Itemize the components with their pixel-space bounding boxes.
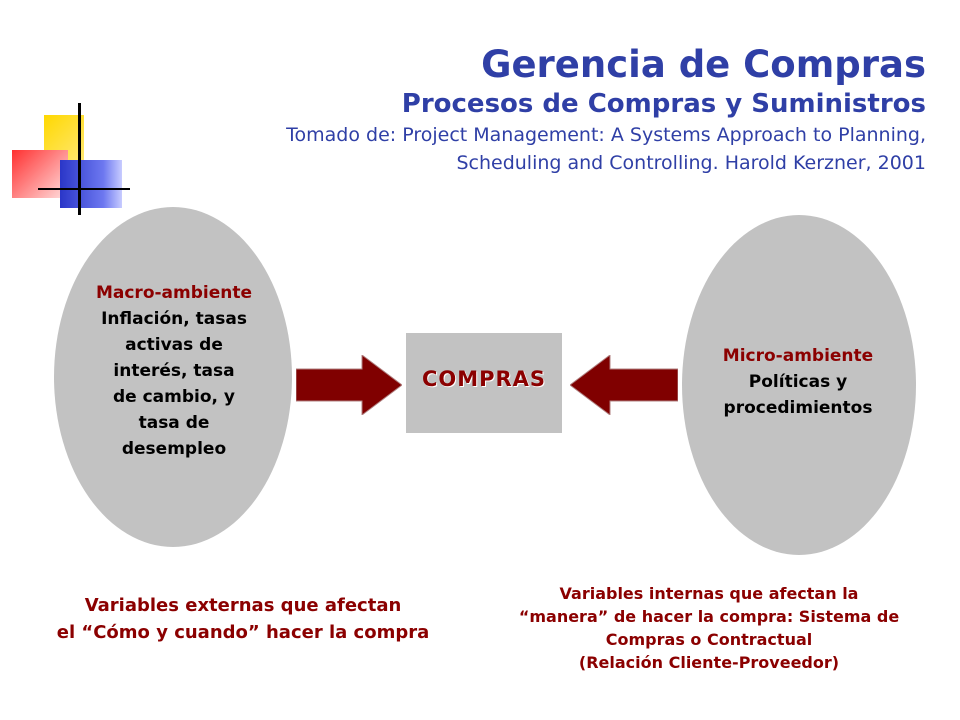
macro-environment-ellipse [54, 207, 292, 547]
compras-box [406, 333, 562, 433]
deco-horizontal-line [38, 188, 130, 190]
micro-heading: Micro-ambiente [722, 346, 874, 366]
caption-line: Variables internas que afectan la [559, 584, 859, 603]
caption-line: Variables externas que afectan [84, 595, 402, 616]
micro-line: procedimientos [723, 398, 873, 418]
micro-line: Políticas y [748, 372, 848, 392]
source-line-1: Tomado de: Project Management: A Systems… [286, 124, 926, 146]
macro-line: interés, tasa [113, 361, 235, 381]
macro-line: Inflación, tasas [101, 309, 247, 329]
deco-red-square [12, 150, 68, 198]
internal-variables-caption: Variables internas que afectan la “maner… [474, 582, 944, 674]
compras-label: COMPRAS [421, 367, 547, 391]
left-arrow-icon [570, 355, 678, 415]
external-variables-caption: Variables externas que afectan el “Cómo … [16, 592, 470, 646]
right-arrow-icon [296, 355, 402, 415]
page-subtitle: Procesos de Compras y Suministros [401, 89, 926, 119]
macro-environment-text: Macro-ambiente Inflación, tasas activas … [60, 280, 288, 462]
deco-blue-square [60, 160, 122, 208]
caption-line: (Relación Cliente-Proveedor) [578, 653, 840, 672]
caption-line: “manera” de hacer la compra: Sistema de [518, 607, 900, 626]
deco-vertical-line [78, 103, 81, 215]
micro-environment-text: Micro-ambiente Políticas y procedimiento… [690, 343, 906, 421]
macro-line: tasa de [138, 413, 210, 433]
macro-line: activas de [125, 335, 223, 355]
title-block: Gerencia de Compras Procesos de Compras … [286, 42, 926, 176]
page-title: Gerencia de Compras [481, 43, 926, 86]
caption-line: el “Cómo y cuando” hacer la compra [56, 622, 430, 643]
caption-line: Compras o Contractual [605, 630, 813, 649]
decorative-corner-graphic [0, 0, 130, 230]
macro-heading: Macro-ambiente [95, 283, 253, 303]
macro-line: de cambio, y [112, 387, 235, 407]
source-line-2: Scheduling and Controlling. Harold Kerzn… [456, 152, 926, 174]
micro-environment-ellipse [682, 215, 916, 555]
macro-line: desempleo [121, 439, 227, 459]
